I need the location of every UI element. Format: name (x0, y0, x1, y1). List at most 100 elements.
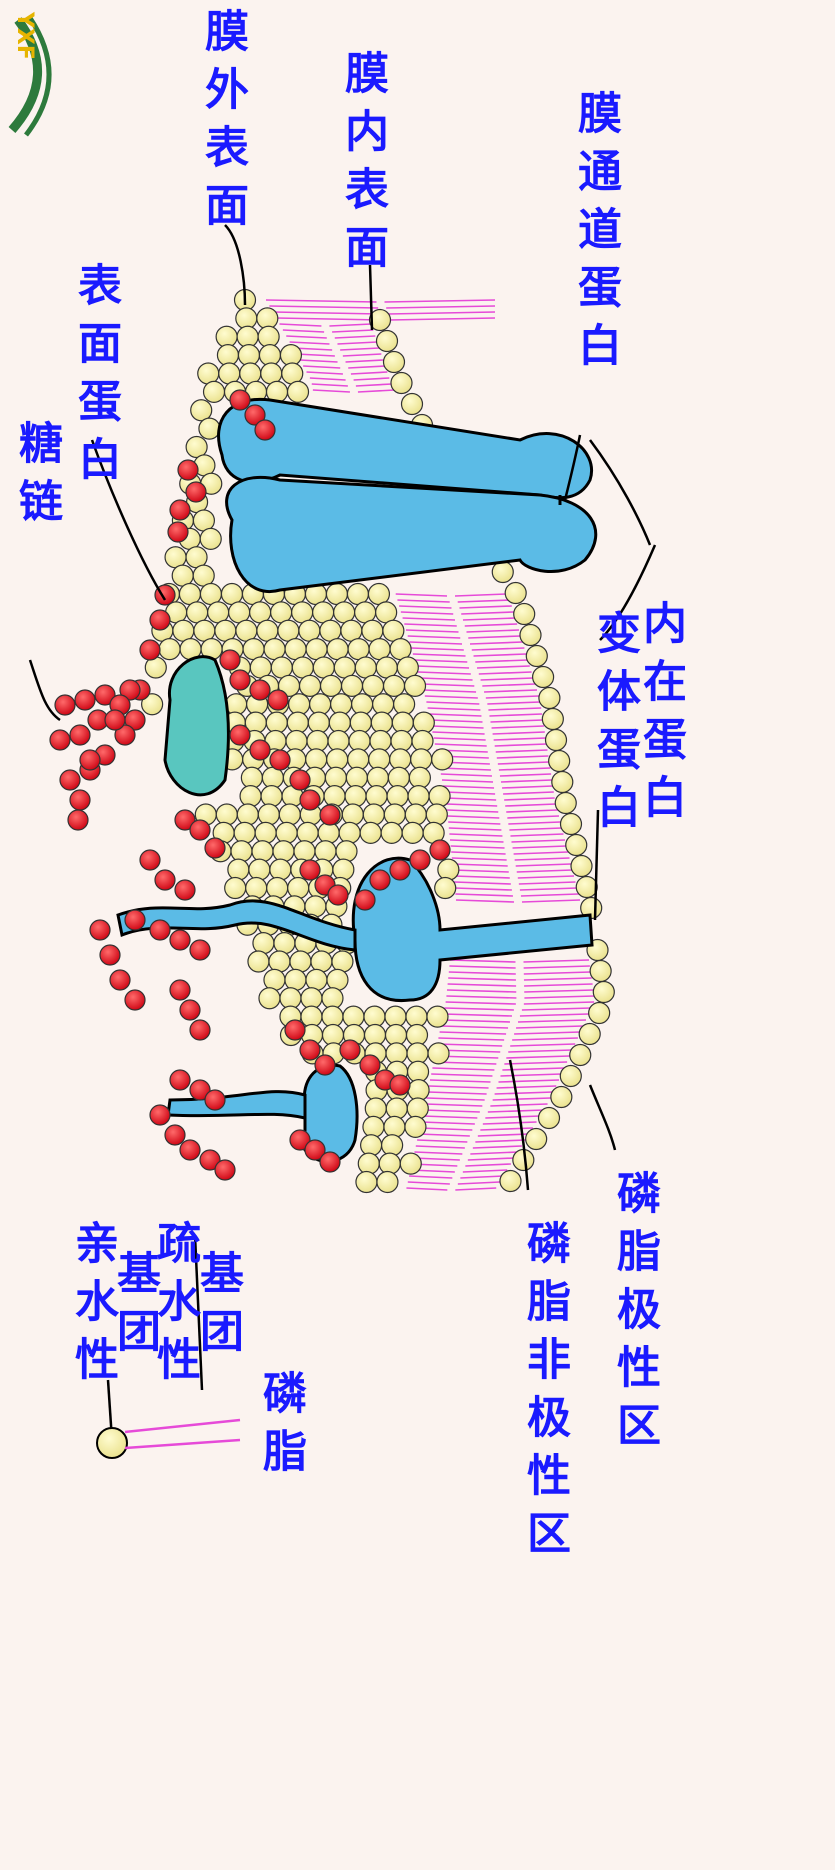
lipid-head (237, 804, 258, 825)
lipid-tail (499, 768, 550, 770)
label-phospholipid: 磷脂 (258, 1370, 302, 1486)
lipid-head (249, 859, 270, 880)
sugar-residue (190, 940, 210, 960)
lipid-tail (451, 846, 505, 848)
lipid-head (435, 878, 456, 899)
lipid-tail (399, 606, 451, 608)
lipid-head (370, 731, 391, 752)
label-group-2: 基团 (195, 1250, 239, 1366)
lipid-tail (503, 792, 554, 794)
sugar-residue (230, 670, 250, 690)
lipid-head (308, 712, 329, 733)
lipid-tail (507, 816, 559, 818)
sugar-residue (370, 870, 390, 890)
lipid-head (270, 859, 291, 880)
lipid-head (159, 639, 180, 660)
lipid-tail (449, 966, 515, 968)
sugar-residue (180, 1140, 200, 1160)
lipid-tail (512, 1038, 578, 1040)
lipid-tail (455, 1188, 496, 1190)
lipid-tail (431, 1074, 492, 1076)
sugar-residue (155, 870, 175, 890)
sugar-residue (100, 945, 120, 965)
sugar-residue (75, 690, 95, 710)
lipid-head (339, 822, 360, 843)
lipid-head (294, 841, 315, 862)
lipid-tail (458, 600, 510, 602)
lipid-head (266, 712, 287, 733)
sugar-residue (328, 885, 348, 905)
lipid-tail (474, 654, 527, 656)
lipid-head (391, 373, 412, 394)
lipid-tail (417, 1140, 467, 1142)
sugar-residue (230, 390, 250, 410)
lipid-head (427, 1006, 448, 1027)
lipid-tail (343, 354, 381, 356)
lipid-head (407, 1098, 428, 1119)
sugar-residue (170, 1070, 190, 1090)
lipid-tail (513, 846, 567, 848)
lipid-tail (329, 324, 371, 326)
lipid-head (377, 331, 398, 352)
sugar-residue (55, 695, 75, 715)
lipid-tail (483, 1122, 537, 1124)
lipid-head (241, 767, 262, 788)
lipid-tail (335, 336, 376, 338)
lipid-head (408, 786, 429, 807)
lipid-head (273, 841, 294, 862)
lipid-head (561, 814, 582, 835)
sugar-residue (105, 710, 125, 730)
lipid-head (571, 856, 592, 877)
lipid-head (257, 308, 278, 329)
lipid-tail (354, 378, 390, 380)
lipid-head (363, 1116, 384, 1137)
lipid-tail (463, 1170, 507, 1172)
logo-text: YXF (12, 12, 37, 60)
lipid-head (259, 345, 280, 366)
lipid-tail (468, 636, 521, 638)
lipid-tail (425, 1104, 482, 1106)
lipid-tail (524, 978, 592, 980)
lipid-head (331, 694, 352, 715)
lipid-head (384, 352, 405, 373)
sugar-residue (110, 970, 130, 990)
lipid-tail (510, 834, 563, 836)
lipid-head (412, 731, 433, 752)
lipid-head (576, 877, 597, 898)
lipid-head (348, 749, 369, 770)
lipid-head (361, 1135, 382, 1156)
lipid-head (411, 749, 432, 770)
lipid-tail (475, 660, 528, 662)
lipid-tail (455, 888, 512, 890)
lipid-head (345, 786, 366, 807)
lipid-tail (459, 606, 511, 608)
lipid-tail (450, 960, 516, 962)
lipid-tail (396, 594, 447, 596)
lipid-tail (497, 756, 549, 758)
sugar-residue (50, 730, 70, 750)
lipid-tail (276, 318, 381, 320)
lipid-tail (522, 900, 580, 902)
lipid-head (300, 675, 321, 696)
lipid-tail (514, 1032, 581, 1034)
lipid-tail (422, 1116, 477, 1118)
lipid-head (379, 1153, 400, 1174)
lipid-head (539, 1108, 560, 1129)
sugar-residue (70, 790, 90, 810)
surface-glycoprotein (165, 657, 228, 795)
sugar-residue (186, 482, 206, 502)
label-channel-protein: 膜通道蛋白 (573, 90, 617, 380)
lipid-head (390, 749, 411, 770)
lipid-head (258, 326, 279, 347)
lipid-tail (348, 366, 385, 368)
lipid-tail (519, 882, 576, 884)
sugar-residue (80, 750, 100, 770)
lipid-tail (505, 804, 556, 806)
lipid-head (258, 804, 279, 825)
sugar-residue (175, 880, 195, 900)
lipid-head (405, 804, 426, 825)
sugar-residue (140, 640, 160, 660)
lipid-tail (475, 1140, 525, 1142)
lipid-head (286, 731, 307, 752)
lipid-head (505, 583, 526, 604)
